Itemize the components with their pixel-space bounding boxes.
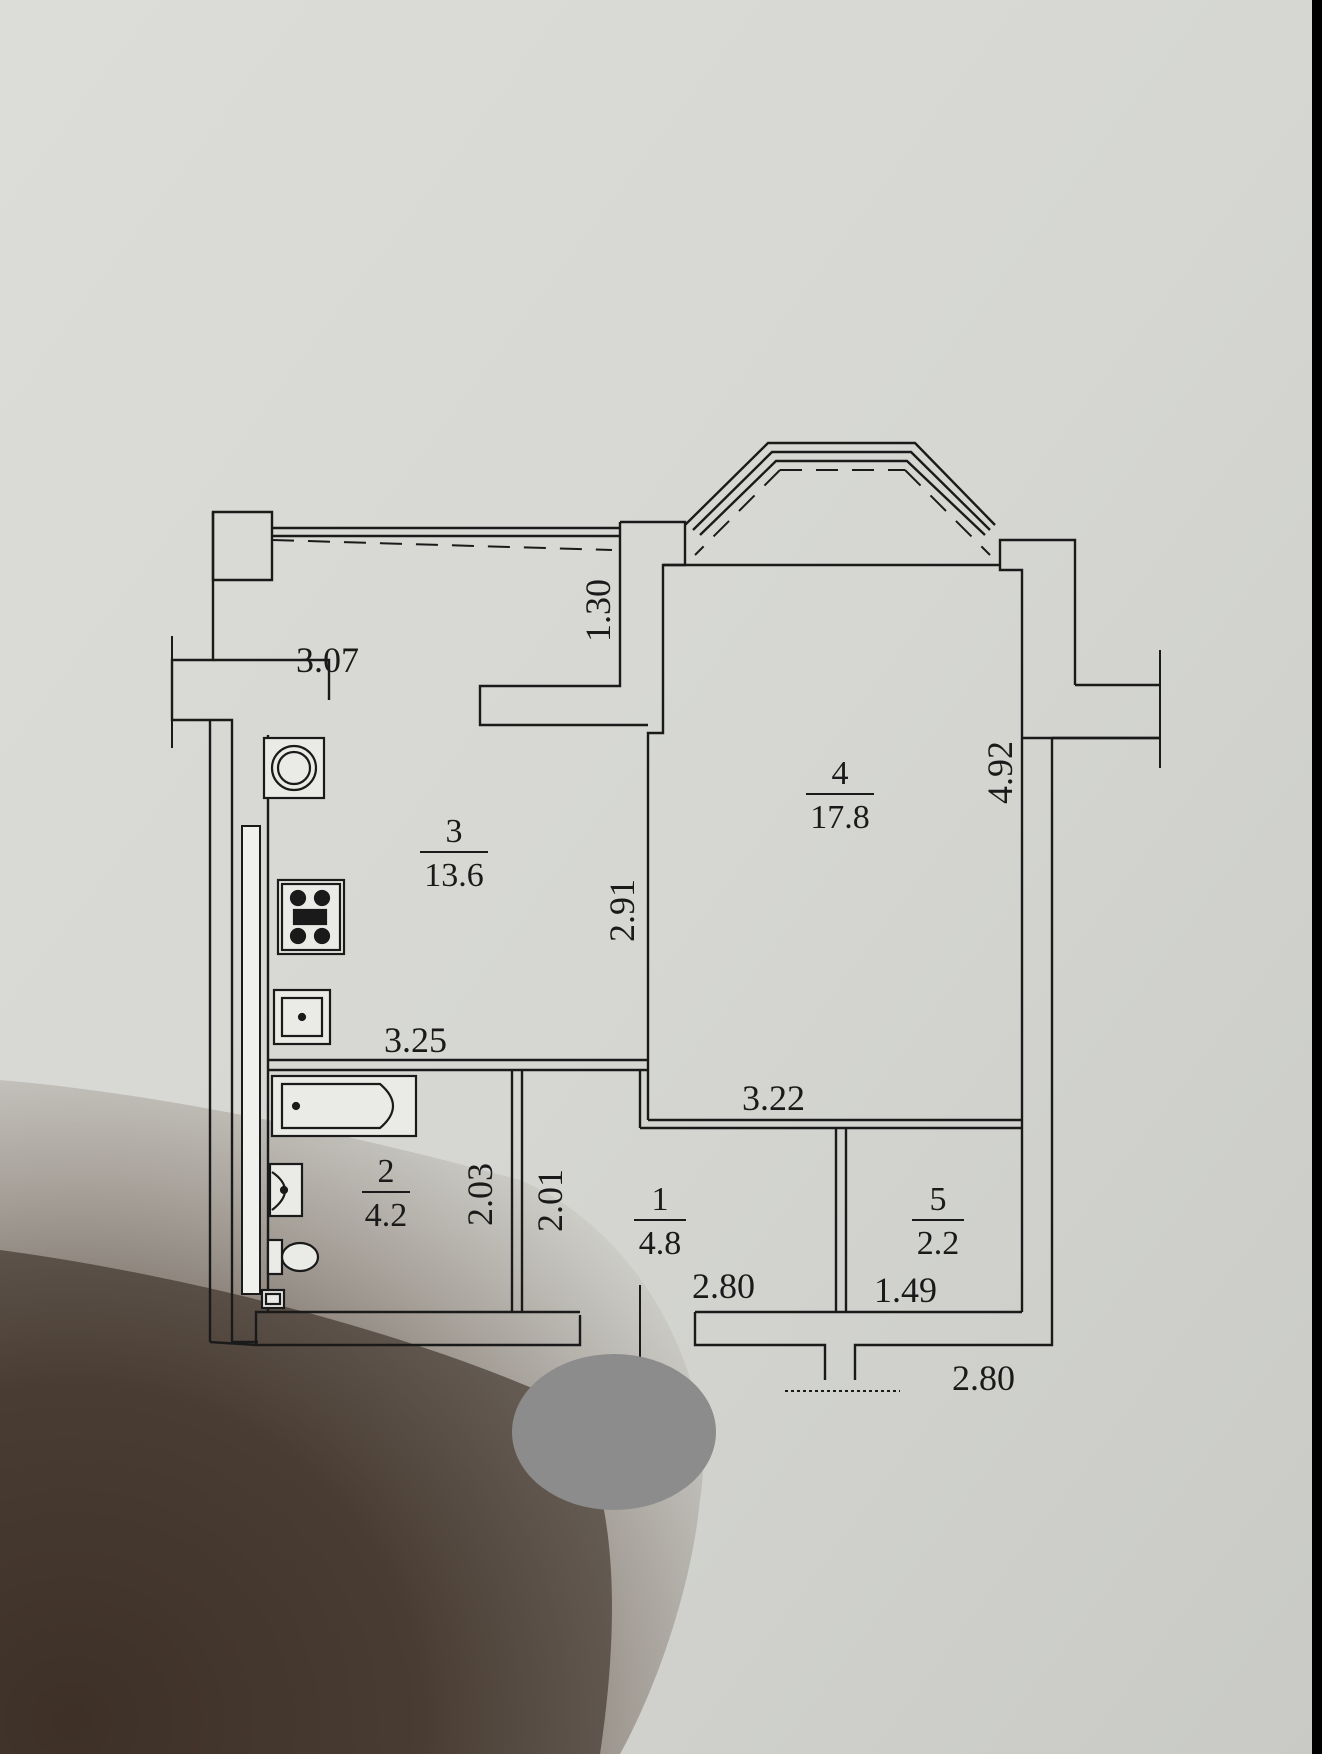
dim-kitchen-height: 2.91 <box>602 879 642 942</box>
room-1-label: 1 4.8 <box>634 1181 686 1262</box>
left-wall-ticks <box>171 636 1161 1360</box>
dim-kitchen-top: 3.07 <box>296 640 359 680</box>
dim-kitchen-bottom: 3.25 <box>384 1020 447 1060</box>
dim-hall-height: 2.01 <box>530 1169 570 1232</box>
dim-room4-bottom: 3.22 <box>742 1078 805 1118</box>
svg-text:4.8: 4.8 <box>639 1225 682 1262</box>
dim-hall-width: 2.80 <box>692 1266 755 1306</box>
left-window <box>241 825 261 1295</box>
svg-text:2.2: 2.2 <box>917 1225 960 1262</box>
washbasin-icon <box>268 1162 304 1218</box>
dim-balcony-depth: 1.30 <box>578 579 618 642</box>
room-2-label: 2 4.2 <box>362 1153 410 1234</box>
svg-text:13.6: 13.6 <box>424 857 484 894</box>
svg-text:4.2: 4.2 <box>365 1197 408 1234</box>
dashed-lines <box>271 469 991 556</box>
walls <box>170 441 1160 1380</box>
paper-edge <box>1312 0 1322 1754</box>
shadow-area-deep <box>0 1250 612 1754</box>
svg-text:3: 3 <box>446 813 463 850</box>
svg-text:5: 5 <box>930 1181 947 1218</box>
dim-outside-width: 2.80 <box>952 1358 1015 1398</box>
svg-text:2: 2 <box>378 1153 395 1190</box>
redaction-mark <box>512 1354 716 1510</box>
dim-storage-width: 1.49 <box>874 1270 937 1310</box>
sink-icon <box>272 988 332 1046</box>
bathtub-icon <box>270 1074 418 1138</box>
toilet-icon <box>260 1238 320 1310</box>
room-3-label: 3 13.6 <box>420 813 488 894</box>
room-4-label: 4 17.8 <box>806 755 874 836</box>
svg-text:1: 1 <box>652 1181 669 1218</box>
cooktop-icon <box>276 878 346 956</box>
svg-text:17.8: 17.8 <box>810 799 870 836</box>
room-5-label: 5 2.2 <box>912 1181 964 1262</box>
dim-bath-height: 2.03 <box>460 1163 500 1226</box>
svg-text:4: 4 <box>832 755 849 792</box>
dim-room4-height: 4.92 <box>980 741 1020 804</box>
stove-icon <box>262 736 326 800</box>
